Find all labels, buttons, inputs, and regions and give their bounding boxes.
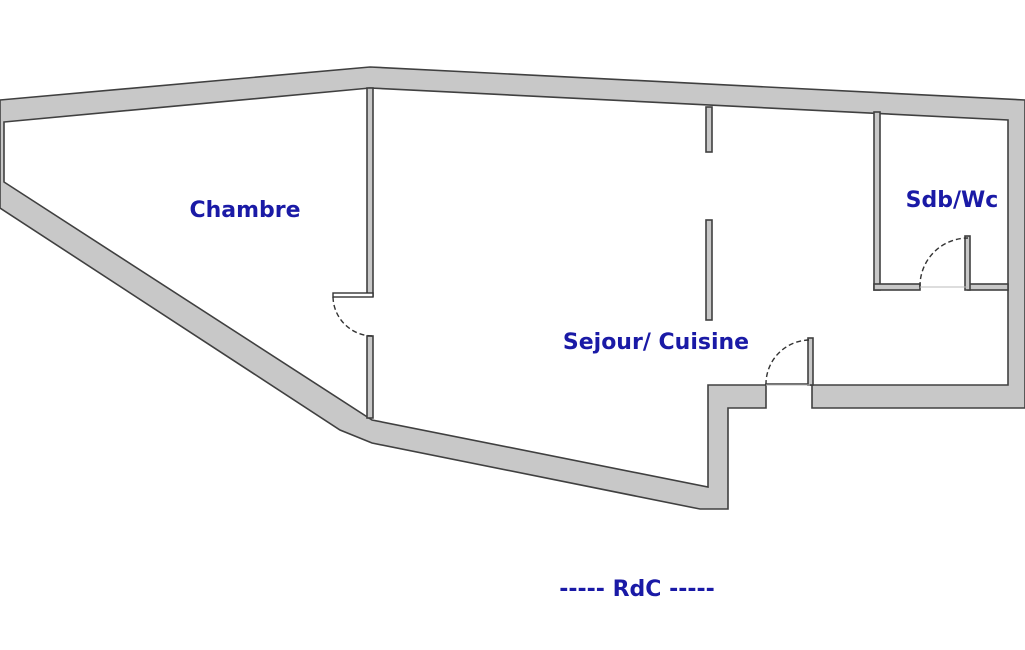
entrance-door <box>765 339 811 386</box>
bathroom-door-swing <box>919 237 969 288</box>
floor-level-caption: ----- RdC ----- <box>559 577 714 602</box>
partition-wall-chambre-lower <box>366 335 374 419</box>
bathroom-wall-left <box>873 111 881 291</box>
bathroom-door <box>919 237 969 288</box>
chambre-door <box>332 292 374 337</box>
kitchen-partition-upper <box>705 106 713 153</box>
room-label-sdb-wc: Sdb/Wc <box>906 188 999 213</box>
room-label-chambre: Chambre <box>189 198 300 223</box>
chambre-door-leaf <box>332 292 374 298</box>
entrance-door-jamb <box>807 337 814 386</box>
kitchen-partition-lower <box>705 219 713 321</box>
bathroom-wall-bottom-left <box>873 283 921 291</box>
bathroom-door-jamb <box>964 235 971 291</box>
partition-wall-chambre-upper <box>366 87 374 297</box>
room-label-sejour-cuisine: Sejour/ Cuisine <box>563 330 749 355</box>
chambre-door-swing <box>332 296 374 337</box>
bathroom-wall-bottom-right <box>967 283 1009 291</box>
exterior-walls <box>0 66 1025 510</box>
entrance-door-swing <box>765 339 811 386</box>
